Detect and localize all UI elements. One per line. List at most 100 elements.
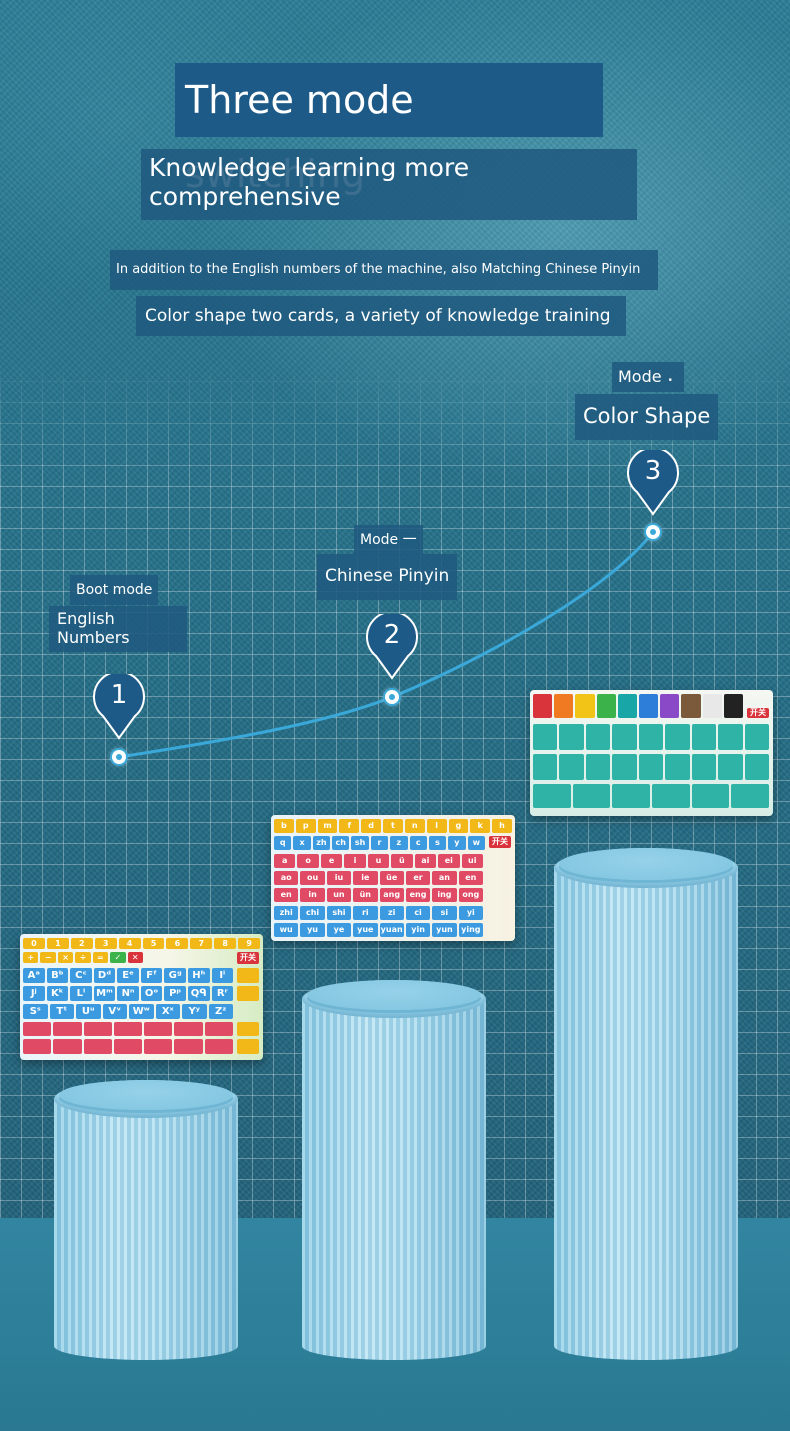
mode-3-marker <box>646 525 660 539</box>
letter-key: Oᵒ <box>140 986 163 1001</box>
description-line-2: Color shape two cards, a variety of know… <box>136 296 626 336</box>
shape-tile <box>533 724 558 750</box>
pinyin-key: iu <box>326 870 352 885</box>
mode-3-caption: Mode ⠄ <box>612 362 685 392</box>
pinyin-key: u <box>367 853 390 868</box>
symbol-key: ÷ <box>75 952 91 963</box>
number-key: 6 <box>166 938 189 949</box>
pinyin-key: ie <box>353 870 378 885</box>
pinyin-key: n <box>404 819 425 833</box>
mode-1-pin: 1 <box>93 670 145 740</box>
symbol-key: ✕ <box>127 952 143 963</box>
shape-tile <box>718 754 743 780</box>
pinyin-key: er <box>405 870 431 885</box>
pinyin-key: ong <box>458 888 483 903</box>
pinyin-key: yin <box>405 922 431 937</box>
letter-key: Cᶜ <box>70 968 92 983</box>
shape-tile <box>559 724 584 750</box>
pinyin-key: eng <box>405 888 431 903</box>
color-tile <box>554 694 574 718</box>
shape-tile <box>744 754 769 780</box>
shape-tile <box>744 724 769 750</box>
pinyin-key: q <box>274 836 292 851</box>
pinyin-key: yuan <box>379 922 404 937</box>
letter-key: Qᑫ <box>187 986 210 1001</box>
letter-key: Nⁿ <box>117 986 139 1001</box>
pinyin-key: y <box>448 836 466 851</box>
pinyin-key: ai <box>414 853 437 868</box>
letter-key: Kᵏ <box>46 986 69 1001</box>
english-switch-key: 开关 <box>237 952 259 964</box>
shape-tile <box>559 754 584 780</box>
symbol-key: × <box>57 952 74 963</box>
pinyin-key: ei <box>438 853 460 868</box>
pinyin-key: w <box>467 836 485 851</box>
shape-tile <box>612 754 637 780</box>
pinyin-key: an <box>432 870 457 885</box>
number-key: 4 <box>118 938 141 949</box>
shape-switch-key: 开关 <box>747 708 769 718</box>
number-key: 5 <box>142 938 165 949</box>
page-subtitle: Knowledge learning more comprehensive <box>141 149 637 220</box>
letter-key: Uᵘ <box>76 1004 101 1019</box>
pinyin-key: zh <box>312 836 331 851</box>
pinyin-key: x <box>293 836 311 851</box>
number-key: 2 <box>70 938 93 949</box>
pinyin-key: o <box>297 853 319 868</box>
number-key: 7 <box>190 938 213 949</box>
pinyin-key: shi <box>326 905 352 920</box>
pinyin-key: ün <box>353 888 378 903</box>
symbol-key: = <box>92 952 109 963</box>
pinyin-key: t <box>383 819 403 833</box>
pinyin-key: c <box>409 836 427 851</box>
pinyin-key: l <box>426 819 447 833</box>
shape-tile <box>533 784 571 808</box>
letter-key: Gᵍ <box>164 968 186 983</box>
pinyin-key: f <box>339 819 360 833</box>
pinyin-key: chi <box>300 905 325 920</box>
pinyin-key: sh <box>351 836 369 851</box>
pinyin-key: ing <box>432 888 457 903</box>
pinyin-key: s <box>428 836 447 851</box>
mode-2-number: 2 <box>383 620 401 650</box>
letter-key: Jʲ <box>23 986 45 1001</box>
pinyin-key: ying <box>458 922 483 937</box>
shape-tile <box>691 754 717 780</box>
pinyin-key: k <box>470 819 491 833</box>
letter-key: Yʸ <box>182 1004 207 1019</box>
mode-1-marker <box>112 750 126 764</box>
pinyin-key: ci <box>405 905 431 920</box>
letter-key: Iⁱ <box>211 968 234 983</box>
pinyin-key: ou <box>300 870 325 885</box>
letter-key: Zᶻ <box>208 1004 233 1019</box>
pinyin-key: ang <box>379 888 404 903</box>
number-key: 3 <box>94 938 117 949</box>
symbol-key: ✓ <box>110 952 126 963</box>
pinyin-key: r <box>370 836 389 851</box>
mode-1-number: 1 <box>110 680 128 710</box>
shape-tile <box>638 724 664 750</box>
letter-key: Eᵉ <box>117 968 139 983</box>
letter-key: Tᵗ <box>49 1004 74 1019</box>
mode-2-name: Chinese Pinyin <box>317 554 458 600</box>
pinyin-key: ui <box>461 853 483 868</box>
pinyin-key: d <box>361 819 382 833</box>
english-side-key <box>237 1022 259 1036</box>
letter-key: Pᵖ <box>164 986 186 1001</box>
shape-tile <box>533 754 558 780</box>
mode-3-number: 3 <box>644 456 662 486</box>
letter-key: Mᵐ <box>93 986 116 1001</box>
pinyin-key: zhi <box>274 905 299 920</box>
mode-3-name: Color Shape <box>575 394 719 440</box>
pinyin-switch-key: 开关 <box>489 836 511 848</box>
letter-key: Xˣ <box>155 1004 180 1019</box>
color-tile <box>681 694 701 718</box>
number-key: 1 <box>46 938 69 949</box>
description-line-1: In addition to the English numbers of th… <box>110 250 658 290</box>
pinyin-key: p <box>295 819 316 833</box>
color-tile <box>533 694 553 718</box>
pinyin-key: b <box>274 819 294 833</box>
color-tile <box>639 694 659 718</box>
pinyin-key: h <box>492 819 512 833</box>
